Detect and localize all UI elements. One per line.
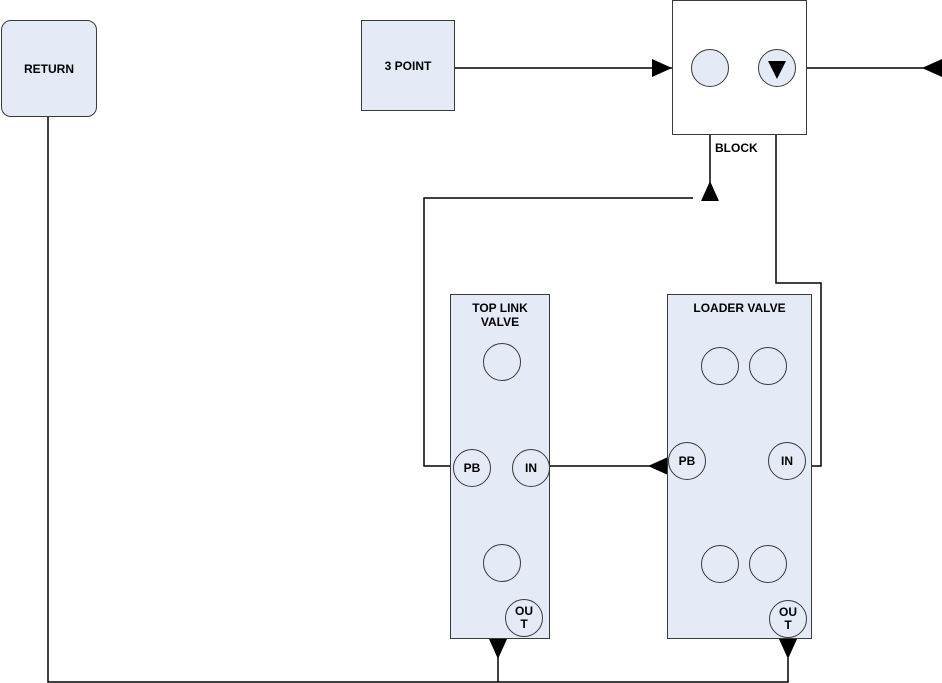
arrow-loader-out <box>779 639 797 659</box>
down-arrow-icon <box>768 61 786 79</box>
return-node: RETURN <box>1 20 97 117</box>
top-link-port-in: IN <box>512 449 550 487</box>
arrow-right-edge <box>922 59 942 77</box>
block-label: BLOCK <box>715 141 758 155</box>
return-label: RETURN <box>24 61 74 76</box>
block-right-port <box>758 49 796 87</box>
three-point-label: 3 POINT <box>384 58 432 73</box>
loader-valve: LOADER VALVE PB IN OU T <box>667 294 812 639</box>
loader-port-pb: PB <box>668 442 706 480</box>
arrow-up-to-block <box>701 181 719 201</box>
block-node <box>672 0 807 135</box>
top-link-pb-line <box>423 197 693 467</box>
top-link-port-lower <box>483 544 521 582</box>
top-link-valve: TOP LINK VALVE PB IN OU T <box>450 294 550 639</box>
loader-port-in: IN <box>768 442 806 480</box>
top-link-port-upper <box>483 343 521 381</box>
top-link-port-out: OU T <box>505 599 543 637</box>
top-link-valve-title: TOP LINK VALVE <box>472 301 528 329</box>
three-point-node: 3 POINT <box>361 20 455 111</box>
arrow-top-link-out <box>489 639 507 659</box>
loader-port-lower-right <box>749 545 787 583</box>
loader-port-lower-left <box>701 545 739 583</box>
loader-in-line <box>775 78 822 467</box>
block-left-port <box>691 49 729 87</box>
arrow-into-block-left <box>652 59 672 77</box>
arrow-into-loader-pb <box>648 457 668 475</box>
return-line <box>47 117 789 683</box>
loader-port-upper-left <box>701 347 739 385</box>
loader-port-out: OU T <box>769 600 807 638</box>
loader-port-upper-right <box>749 347 787 385</box>
top-link-port-pb: PB <box>453 449 491 487</box>
loader-valve-title: LOADER VALVE <box>693 301 786 315</box>
